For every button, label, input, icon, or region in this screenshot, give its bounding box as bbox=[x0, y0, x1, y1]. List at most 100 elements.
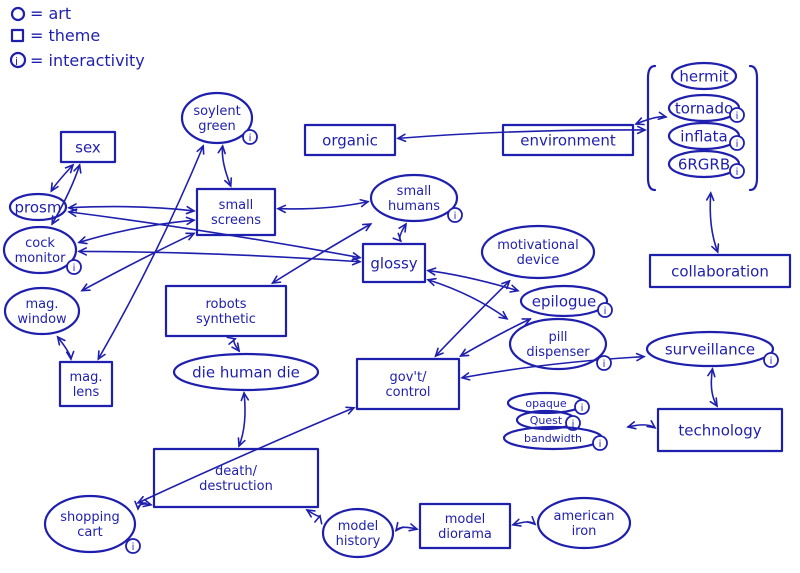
interactivity-badge-icon bbox=[565, 415, 581, 431]
node-label-collaboration: collaboration bbox=[671, 262, 769, 280]
art-ellipse-surveillance bbox=[645, 330, 775, 368]
art-group-bracket-right bbox=[748, 64, 759, 192]
node-label-technology: technology bbox=[678, 421, 761, 439]
interactivity-badge-icon bbox=[763, 352, 779, 368]
arrowhead-glossy bbox=[392, 232, 403, 243]
node-label-inflata: inflata bbox=[680, 127, 727, 145]
arrowhead-small-humans bbox=[361, 223, 373, 232]
theme-box-death-destruction bbox=[152, 447, 320, 509]
node-label-small-humans: humans bbox=[388, 199, 440, 214]
arrowhead-die-human-die bbox=[231, 342, 241, 353]
node-label-robots-synthetic: robots bbox=[205, 297, 246, 312]
interactivity-badge-icon bbox=[242, 129, 258, 145]
theme-box-robots-synthetic bbox=[164, 284, 288, 338]
arrowhead-collaboration bbox=[711, 243, 720, 254]
legend: = art = theme i = interactivity bbox=[9, 4, 145, 70]
node-label-mag-lens: mag. bbox=[69, 370, 102, 385]
theme-box-model-diorama bbox=[418, 502, 512, 550]
node-label-quest: Quest bbox=[530, 414, 563, 427]
arrowhead-model-diorama bbox=[408, 523, 419, 532]
node-label-mag-window: window bbox=[17, 312, 67, 327]
node-label-surveillance: surveillance bbox=[665, 340, 755, 358]
arrowhead-sex bbox=[64, 163, 75, 174]
theme-box-organic bbox=[303, 123, 397, 157]
arrowhead-american-iron bbox=[526, 515, 537, 526]
theme-box-small-screens bbox=[195, 187, 277, 237]
node-mag-lens: mag.lens bbox=[58, 360, 114, 408]
arrowhead-die-human-die bbox=[240, 391, 250, 402]
node-label-model-history: history bbox=[336, 534, 381, 549]
edges bbox=[50, 111, 720, 532]
edge-prosm-small-screens bbox=[68, 205, 195, 212]
node-label-pill-dispenser: dispenser bbox=[526, 345, 590, 360]
arrowhead-small-screens bbox=[276, 204, 287, 214]
interactivity-badge-icon bbox=[592, 435, 608, 451]
arrowhead-mag-window bbox=[80, 283, 91, 292]
art-ellipse-hermit bbox=[670, 61, 738, 91]
node-label-epilogue: epilogue bbox=[532, 292, 597, 310]
legend-interactivity-text: = interactivity bbox=[30, 51, 145, 70]
node-label-motivational-device: motivational bbox=[497, 238, 578, 253]
interactivity-badge-icon bbox=[729, 163, 745, 179]
node-label-mag-lens: lens bbox=[73, 385, 100, 400]
edge-sex-prosm bbox=[50, 164, 74, 192]
node-label-prosm: prosm bbox=[15, 198, 62, 216]
node-label-cock-monitor: monitor bbox=[15, 251, 67, 266]
node-label-sex: sex bbox=[75, 138, 101, 156]
node-organic: organic bbox=[303, 123, 397, 157]
edge-small-screens-mag-window bbox=[81, 232, 195, 292]
art-ellipse-pill-dispenser bbox=[508, 317, 608, 371]
edge-organic-art-group bbox=[397, 129, 646, 140]
node-sex: sex bbox=[59, 130, 117, 164]
interactivity-badge-glyph: i bbox=[572, 419, 575, 430]
edge-prosm-glossy bbox=[68, 211, 361, 259]
arrowhead-sex bbox=[73, 163, 82, 174]
node-environment: environment bbox=[501, 123, 635, 157]
node-mag-window: mag.window bbox=[3, 286, 81, 336]
arrowhead-govt-control bbox=[345, 406, 356, 415]
edge-soylent-green-small-screens bbox=[221, 145, 232, 187]
art-ellipse-mag-window bbox=[3, 286, 81, 336]
art-ellipse-model-history bbox=[321, 507, 395, 559]
node-prosm: prosm bbox=[8, 192, 68, 222]
node-label-death-destruction: destruction bbox=[199, 479, 273, 494]
arrowhead-small-screens bbox=[185, 205, 196, 215]
arrowhead-motivational-device bbox=[501, 279, 511, 290]
arrowhead-mag-lens bbox=[65, 350, 75, 361]
interactivity-badge-glyph: i bbox=[581, 403, 584, 414]
art-ellipse-american-iron bbox=[536, 496, 632, 550]
arrowhead-small-screens bbox=[185, 232, 196, 241]
node-label-model-diorama: model bbox=[445, 512, 485, 527]
interactivity-badge-icon bbox=[729, 135, 745, 151]
legend-theme-text: = theme bbox=[30, 26, 100, 45]
interactivity-badge-glyph: i bbox=[770, 356, 773, 367]
interactivity-badge-glyph: i bbox=[454, 211, 457, 222]
edge-govt-control-surveillance bbox=[461, 355, 645, 379]
arrowhead-model-history bbox=[394, 521, 404, 532]
legend-theme-symbol-icon bbox=[10, 28, 25, 43]
edge-small-screens-cock-monitor bbox=[78, 219, 195, 244]
node-label-mag-window: mag. bbox=[25, 297, 58, 312]
interactivity-badge-glyph: i bbox=[736, 139, 739, 150]
edge-art-group-collaboration bbox=[709, 192, 719, 253]
edge-die-human-die-death-destruction bbox=[238, 392, 246, 447]
legend-interactivity-glyph: i bbox=[15, 55, 18, 68]
arrowhead-soylent-green bbox=[196, 144, 205, 155]
edge-glossy-pill-dispenser bbox=[427, 278, 508, 320]
arrowhead-model-diorama bbox=[511, 518, 522, 527]
node-label-glossy: glossy bbox=[370, 254, 417, 272]
node-label-shopping-cart: cart bbox=[77, 525, 103, 540]
art-ellipse-small-humans bbox=[369, 173, 459, 223]
node-glossy: glossy bbox=[361, 242, 427, 284]
interactivity-badge-icon bbox=[597, 302, 613, 318]
node-label-model-history: model bbox=[338, 519, 378, 534]
edge-epilogue-govt-control bbox=[459, 318, 531, 357]
